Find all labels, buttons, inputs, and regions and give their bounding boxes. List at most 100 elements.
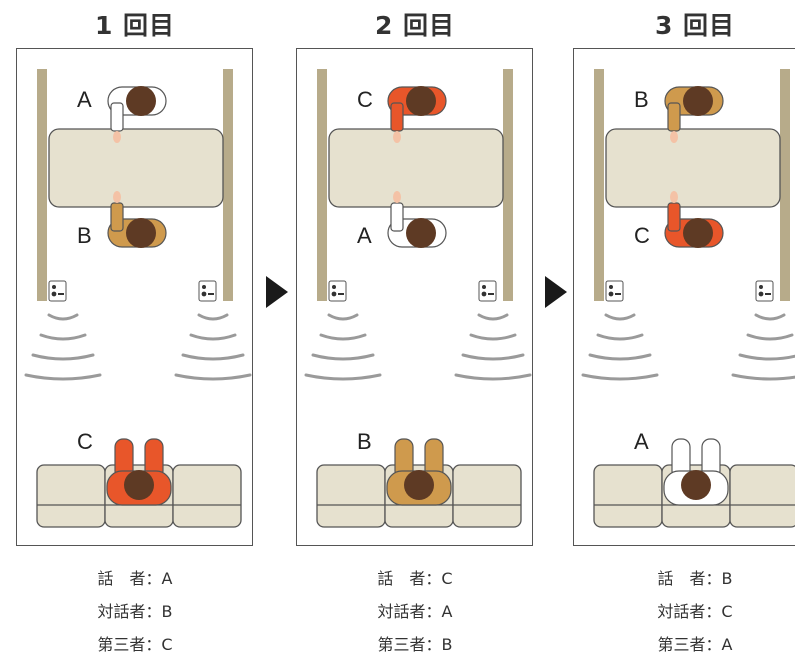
arrow-right-icon: [545, 276, 567, 308]
role-row-listener: 対話者：A: [377, 602, 453, 621]
role-row-third-party: 第三者：B: [377, 635, 453, 654]
sound-wave: [304, 373, 382, 381]
sound-wave: [319, 333, 367, 341]
speaker-icon: [605, 280, 624, 302]
role-person: A: [441, 602, 453, 621]
person-top-B: [664, 86, 724, 143]
sound-wave: [588, 353, 652, 361]
sound-wave: [746, 333, 794, 341]
role-person: B: [721, 569, 733, 588]
hand: [393, 131, 401, 143]
head: [126, 86, 156, 116]
arm: [390, 202, 404, 232]
role-person: C: [721, 602, 733, 621]
role-row-speaker: 話 者：A: [97, 569, 173, 588]
table: [328, 128, 504, 208]
sound-wave: [311, 353, 375, 361]
role-row-listener: 対話者：C: [657, 602, 733, 621]
person-sofa-C: [106, 438, 172, 506]
speaker-body: [605, 280, 624, 302]
role-label: 話 者: [657, 569, 706, 588]
role-list-3: 話 者：B 対話者：C 第三者：A: [575, 562, 795, 661]
round-title-3: 3 回目: [654, 11, 736, 40]
sound-wave: [327, 313, 359, 321]
speaker-tweeter: [202, 285, 206, 289]
role-label: 第三者: [97, 635, 146, 654]
wall-rail-right: [503, 69, 513, 301]
role-label: 話 者: [377, 569, 426, 588]
round-title-2: 2 回目: [374, 11, 456, 40]
wall-rail-right: [223, 69, 233, 301]
speaker-tweeter: [482, 285, 486, 289]
sofa-seat-right: [729, 464, 795, 528]
sound-wave: [738, 353, 795, 361]
wall-rail-left: [37, 69, 47, 301]
sound-wave: [581, 373, 659, 381]
sofa-seat-left: [36, 464, 106, 528]
head: [683, 218, 713, 248]
person-label-sofa: A: [634, 429, 649, 454]
sound-waves-icon: [731, 313, 795, 381]
person-label-top: B: [634, 87, 649, 112]
role-label: 対話者: [377, 602, 426, 621]
sound-waves-icon: [304, 313, 382, 381]
table: [48, 128, 224, 208]
sofa-seat-left: [316, 464, 386, 528]
speaker-grille: [488, 293, 494, 295]
room-diagram-1: ABC: [24, 69, 252, 528]
speaker-body: [48, 280, 67, 302]
person-top-C: [387, 86, 447, 143]
sofa-seat-right: [172, 464, 242, 528]
sound-wave: [454, 373, 532, 381]
role-person: C: [441, 569, 453, 588]
speaker-icon: [328, 280, 347, 302]
sound-wave: [604, 313, 636, 321]
role-person: B: [161, 602, 173, 621]
room-diagram-3: BCA: [581, 69, 795, 528]
speaker-tweeter: [52, 285, 56, 289]
person-label-bottom: B: [77, 223, 92, 248]
role-person: B: [441, 635, 453, 654]
head: [683, 86, 713, 116]
arm: [110, 102, 124, 132]
speaker-body: [478, 280, 497, 302]
sound-wave: [596, 333, 644, 341]
speaker-tweeter: [332, 285, 336, 289]
speaker-body: [328, 280, 347, 302]
speaker-tweeter: [759, 285, 763, 289]
hand: [113, 191, 121, 203]
role-label: 第三者: [377, 635, 426, 654]
speaker-grille: [338, 293, 344, 295]
speaker-woofer: [331, 291, 337, 297]
role-label: 対話者: [657, 602, 706, 621]
head: [126, 218, 156, 248]
hand: [113, 131, 121, 143]
sofa-seat-left: [593, 464, 663, 528]
arm: [667, 102, 681, 132]
role-list-1: 話 者：A 対話者：B 第三者：C: [15, 562, 255, 661]
head: [406, 86, 436, 116]
sound-waves-icon: [454, 313, 532, 381]
sound-wave: [47, 313, 79, 321]
speaker-woofer: [51, 291, 57, 297]
sound-wave: [181, 353, 245, 361]
head: [681, 470, 711, 500]
sofa-seat-right: [452, 464, 522, 528]
role-row-speaker: 話 者：B: [657, 569, 733, 588]
speaker-icon: [478, 280, 497, 302]
person-sofa-A: [663, 438, 729, 506]
speaker-icon: [48, 280, 67, 302]
person-label-top: C: [357, 87, 373, 112]
sound-waves-icon: [24, 313, 102, 381]
speaker-body: [198, 280, 217, 302]
role-row-third-party: 第三者：C: [97, 635, 173, 654]
room-diagram-2: CAB: [304, 69, 532, 528]
speaker-woofer: [758, 291, 764, 297]
arrow-right-icon: [266, 276, 288, 308]
sound-wave: [469, 333, 517, 341]
wall-rail-left: [594, 69, 604, 301]
head: [406, 218, 436, 248]
sound-wave: [31, 353, 95, 361]
role-person: A: [721, 635, 733, 654]
person-top-A: [107, 86, 167, 143]
